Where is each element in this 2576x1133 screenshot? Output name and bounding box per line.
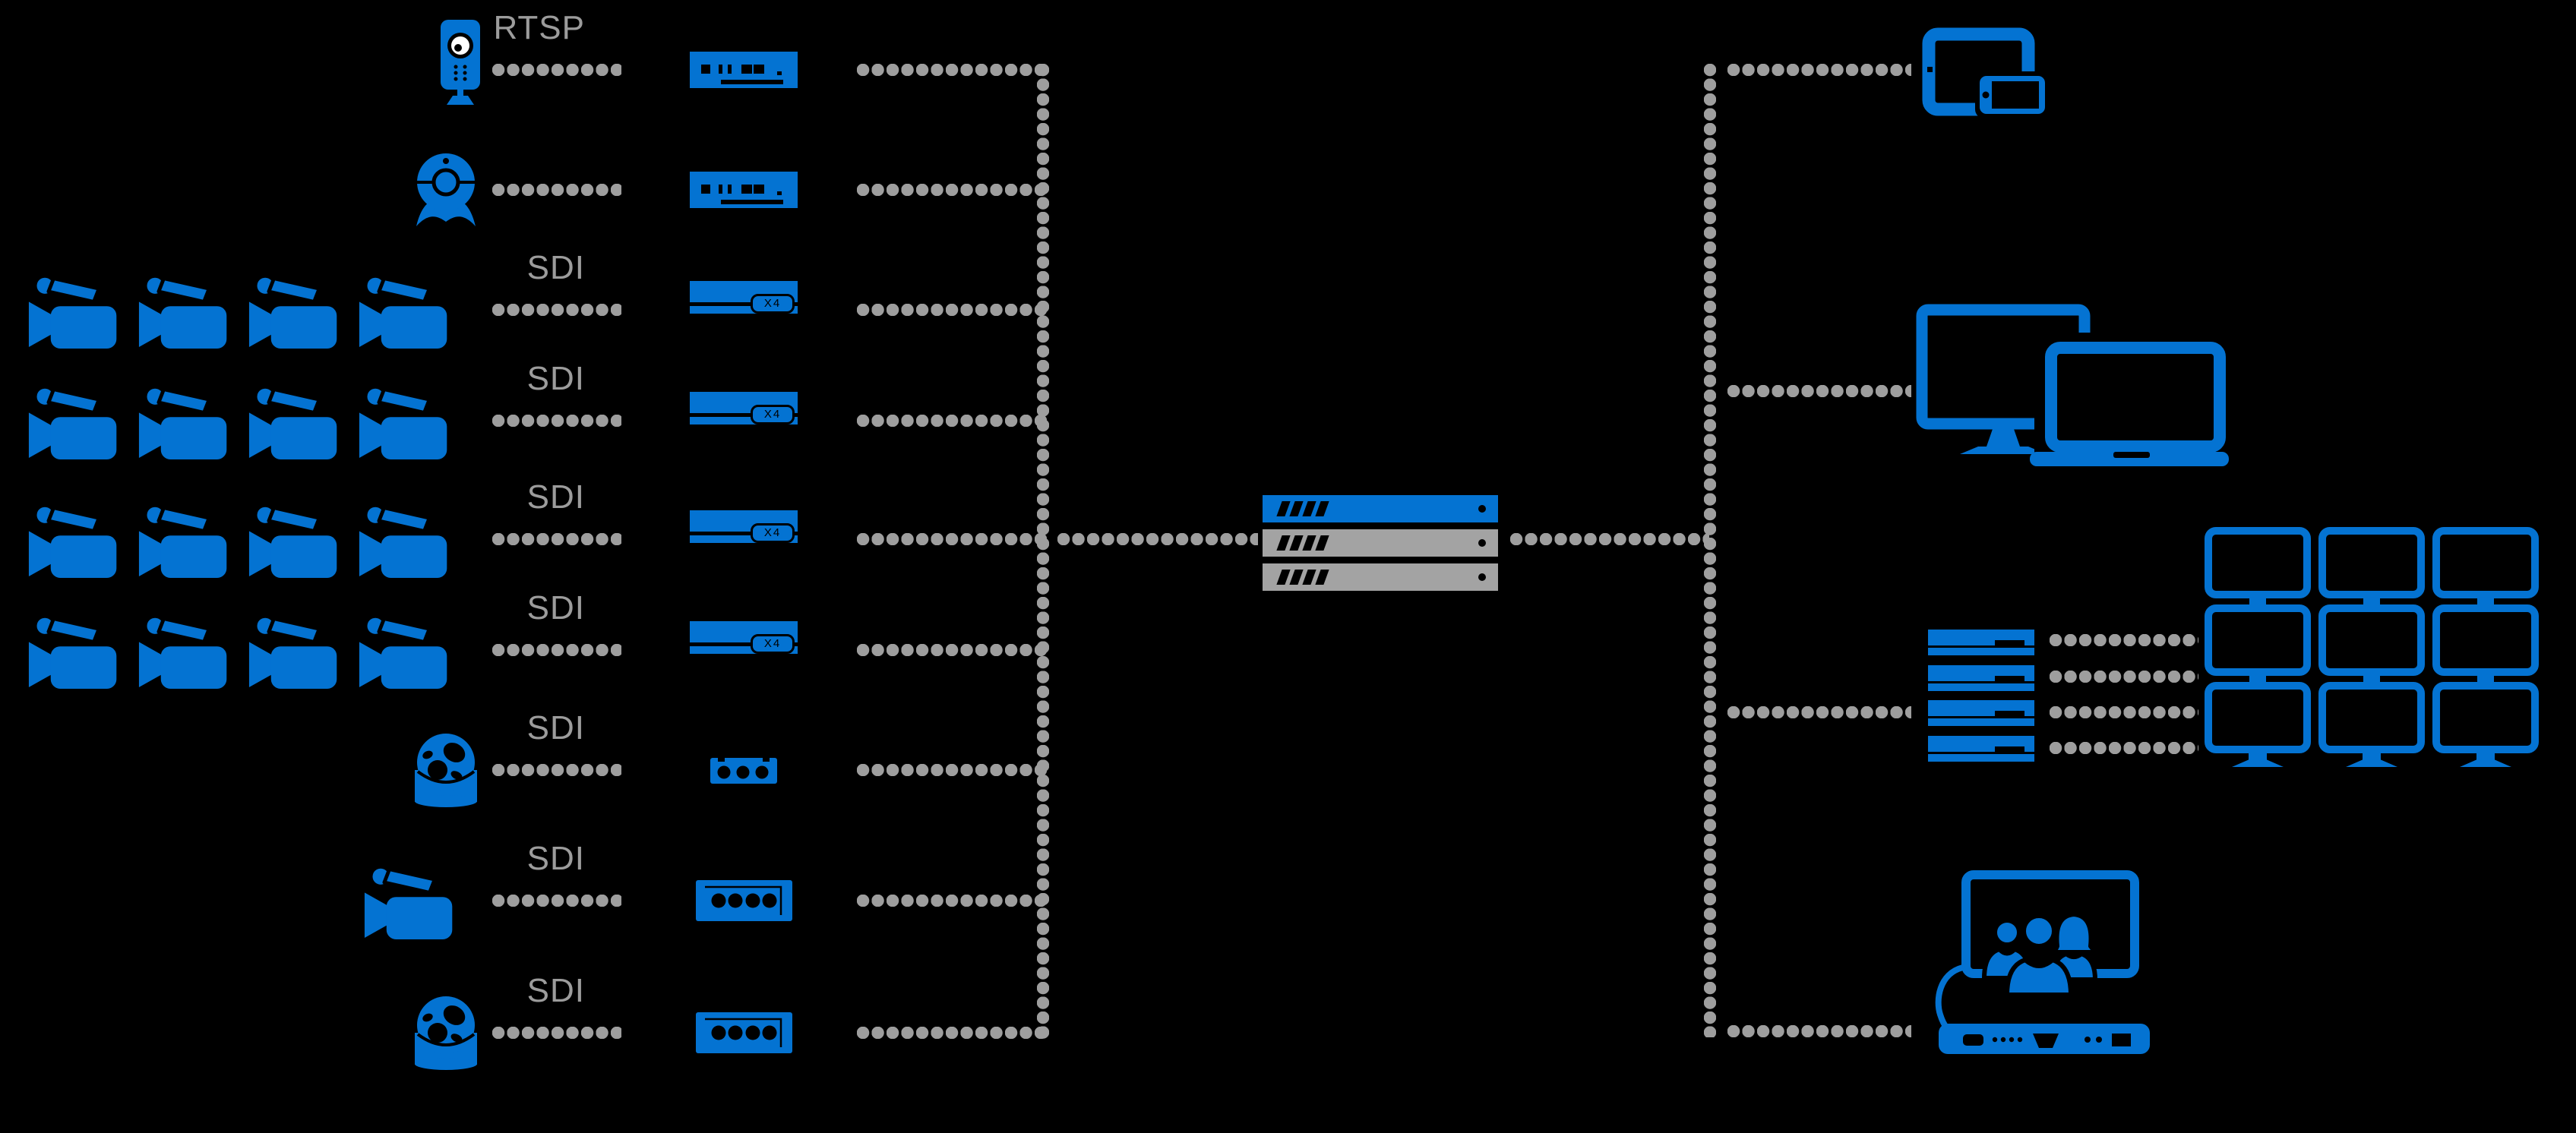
- video-camera-icon: [27, 610, 122, 690]
- connector-dots: [492, 644, 621, 656]
- connector-dots: [2050, 634, 2198, 646]
- video-camera-icon: [358, 610, 453, 690]
- connector-dots: [1727, 385, 1911, 397]
- video-camera-icon: [137, 610, 232, 690]
- server-unit: [1263, 495, 1498, 522]
- row4-protocol-label: SDI: [526, 360, 585, 397]
- rack-encoder-icon: [690, 535, 798, 543]
- connector-dots: [492, 64, 621, 76]
- video-camera-icon: [358, 270, 453, 350]
- row5-protocol-label: SDI: [526, 478, 585, 516]
- video-camera-icon: [358, 499, 453, 579]
- connector-dots: [1727, 64, 1911, 76]
- connector-dots: [857, 895, 1047, 907]
- row7-protocol-label: SDI: [526, 709, 585, 746]
- right-bus-dots: [1704, 64, 1716, 1037]
- video-camera-icon: [27, 499, 122, 579]
- video-camera-icon: [137, 380, 232, 461]
- video-camera-icon: [27, 380, 122, 461]
- tablet-and-phone-icon: [1922, 27, 2050, 118]
- io-box-icon: [696, 1012, 792, 1053]
- video-camera-icon: [358, 380, 453, 461]
- connector-dots: [492, 533, 621, 545]
- video-camera-icon: [248, 499, 343, 579]
- video-conference-icon: [1935, 870, 2150, 1054]
- connector-dots: [2050, 671, 2198, 683]
- connector-dots: [857, 533, 1047, 545]
- webcam-icon: [413, 152, 479, 226]
- decoder-stack-icon: [1928, 630, 2034, 762]
- connector-dots: [492, 895, 621, 907]
- video-camera-icon: [248, 270, 343, 350]
- rack-encoder-icon: [690, 306, 798, 314]
- connector-dots: [2050, 706, 2198, 718]
- connector-dots: [492, 415, 621, 427]
- x4-badge: X4: [751, 294, 795, 314]
- connector-dots: [857, 64, 1047, 76]
- x4-badge: X4: [751, 405, 795, 424]
- row8-protocol-label: SDI: [526, 840, 585, 877]
- connector-dots: [1727, 706, 1911, 718]
- video-camera-icon: [27, 270, 122, 350]
- row3-protocol-label: SDI: [526, 249, 585, 286]
- video-camera-icon: [248, 610, 343, 690]
- row6-protocol-label: SDI: [526, 589, 585, 626]
- connector-dots: [2050, 742, 2198, 754]
- connector-dots: [857, 184, 1047, 196]
- x4-badge: X4: [751, 634, 795, 654]
- video-camera-icon: [137, 499, 232, 579]
- connector-dots: [492, 764, 621, 776]
- server-unit: [1263, 563, 1498, 591]
- streaming-encoder-icon: [690, 52, 798, 88]
- video-camera-icon: [248, 380, 343, 461]
- connector-dots: [1727, 1025, 1911, 1037]
- streaming-encoder-icon: [690, 172, 798, 208]
- left-bus-dots: [1037, 64, 1049, 1039]
- connector-dots: [857, 415, 1047, 427]
- connector-dots: [857, 1027, 1047, 1039]
- monitor-and-laptop-icon: [1916, 304, 2236, 468]
- connector-dots: [492, 184, 621, 196]
- rack-encoder-icon: [690, 417, 798, 424]
- video-wall-icon: [2205, 527, 2554, 767]
- row1-protocol-label: RTSP: [493, 9, 585, 46]
- row9-protocol-label: SDI: [526, 972, 585, 1009]
- connector-dots: [857, 644, 1047, 656]
- connector-dots: [492, 1027, 621, 1039]
- video-camera-icon: [137, 270, 232, 350]
- mini-converter-icon: [710, 758, 777, 784]
- connector-dots: [1510, 533, 1709, 545]
- connector-dots: [857, 764, 1047, 776]
- connector-dots: [1057, 533, 1258, 545]
- x4-badge: X4: [751, 523, 795, 543]
- io-box-icon: [696, 880, 792, 921]
- connector-dots: [492, 304, 621, 316]
- rack-encoder-icon: [690, 646, 798, 654]
- media-server-icon: [1263, 495, 1498, 591]
- server-unit: [1263, 529, 1498, 557]
- connector-dots: [857, 304, 1047, 316]
- video-camera-icon: [363, 860, 458, 941]
- person-silhouette: [2005, 914, 2073, 997]
